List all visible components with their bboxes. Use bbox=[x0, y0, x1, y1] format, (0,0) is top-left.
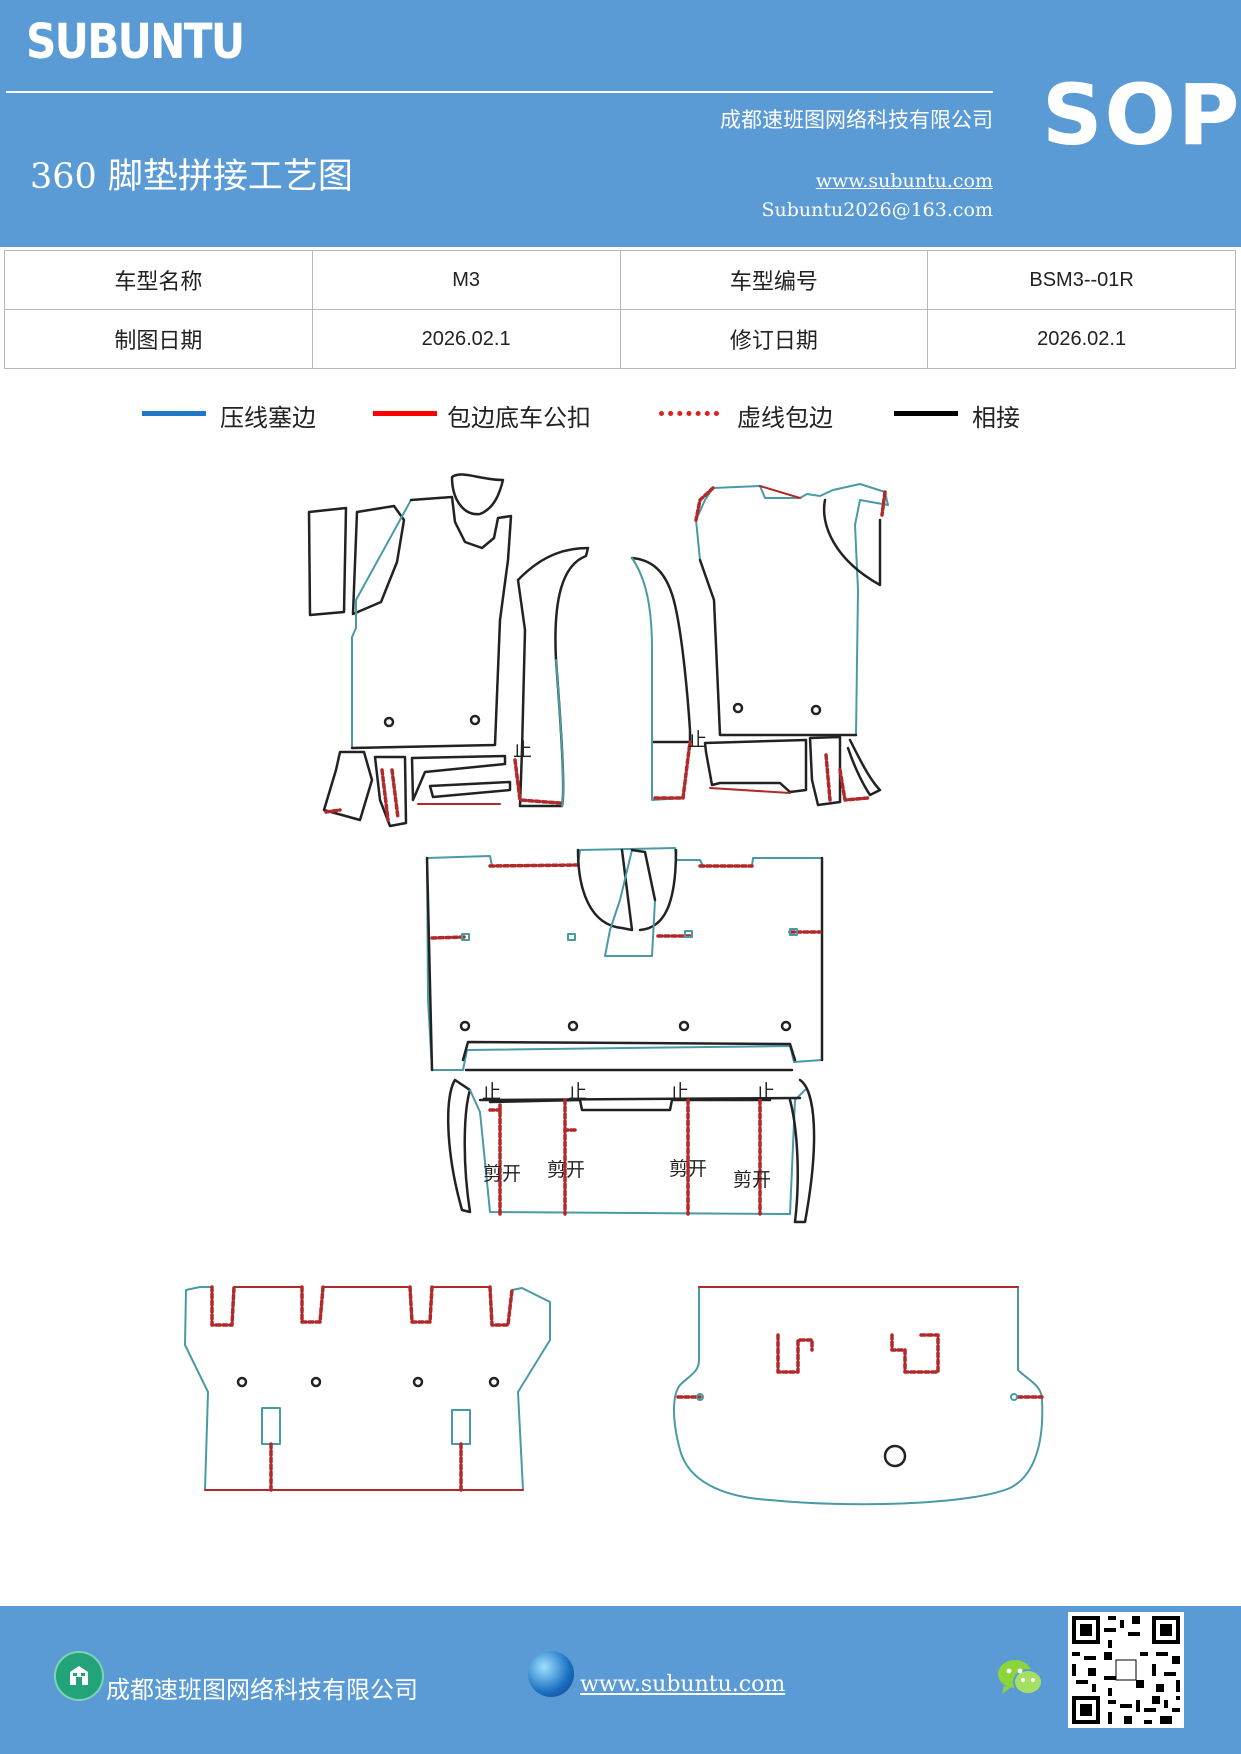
revise-date-value: 2026.02.1 bbox=[927, 309, 1236, 369]
cut-label: 剪开 bbox=[483, 1163, 521, 1185]
front-right-mat: 止 bbox=[630, 483, 889, 807]
floor-mat-drawing: .t { stroke:#4a9aa5; stroke-width:2; fil… bbox=[184, 473, 1044, 1506]
wechat-icon bbox=[996, 1656, 1044, 1700]
page-title: 360 脚垫拼接工艺图 bbox=[30, 157, 353, 197]
front-left-mat: 止 bbox=[307, 473, 590, 828]
table-row: 制图日期 2026.02.1 修订日期 2026.02.1 bbox=[4, 309, 1236, 369]
up-mark: 止 bbox=[568, 1081, 587, 1103]
rear-left-mat bbox=[184, 1285, 551, 1492]
up-mark: 止 bbox=[688, 729, 707, 751]
company-name: 成都速班图网络科技有限公司 bbox=[720, 108, 993, 132]
draw-date-value: 2026.02.1 bbox=[311, 309, 621, 369]
trunk-mat bbox=[673, 1286, 1044, 1506]
model-code-value: BSM3--01R bbox=[927, 250, 1236, 310]
header-divider bbox=[6, 91, 993, 93]
legend-label: 相接 bbox=[972, 404, 1020, 432]
footer: 成都速班图网络科技有限公司 www.subuntu.com bbox=[0, 1606, 1241, 1754]
legend-swatch-red bbox=[373, 411, 437, 416]
up-mark: 止 bbox=[513, 739, 532, 761]
globe-icon bbox=[528, 1651, 574, 1697]
revise-date-label: 修订日期 bbox=[619, 309, 929, 369]
draw-date-label: 制图日期 bbox=[4, 309, 313, 369]
up-mark: 止 bbox=[482, 1081, 501, 1103]
legend-swatch-black bbox=[894, 411, 958, 416]
cut-label: 剪开 bbox=[669, 1158, 707, 1180]
qr-code bbox=[1068, 1612, 1184, 1728]
cut-label: 剪开 bbox=[547, 1159, 585, 1181]
brand-logo: SUBUNTU bbox=[26, 14, 245, 70]
up-mark: 止 bbox=[670, 1081, 689, 1103]
website-link[interactable]: www.subuntu.com bbox=[815, 170, 993, 192]
legend-label: 虚线包边 bbox=[737, 404, 833, 432]
legend: 压线塞边 包边底车公扣 虚线包边 相接 bbox=[0, 398, 1241, 438]
building-icon bbox=[54, 1651, 104, 1701]
info-table: 车型名称 M3 车型编号 BSM3--01R 制图日期 2026.02.1 修订… bbox=[4, 250, 1236, 369]
sop-badge: SOP bbox=[1042, 66, 1241, 164]
up-mark: 止 bbox=[756, 1081, 775, 1103]
footer-website-link[interactable]: www.subuntu.com bbox=[580, 1672, 786, 1697]
table-row: 车型名称 M3 车型编号 BSM3--01R bbox=[4, 250, 1236, 310]
email-address: Subuntu2026@163.com bbox=[761, 199, 993, 221]
legend-label: 包边底车公扣 bbox=[447, 404, 591, 432]
model-name-label: 车型名称 bbox=[4, 250, 313, 310]
legend-label: 压线塞边 bbox=[220, 404, 316, 432]
model-name-value: M3 bbox=[311, 250, 621, 310]
footer-company: 成都速班图网络科技有限公司 bbox=[106, 1676, 418, 1704]
model-code-label: 车型编号 bbox=[619, 250, 929, 310]
cut-label: 剪开 bbox=[733, 1169, 771, 1191]
header: SUBUNTU 成都速班图网络科技有限公司 360 脚垫拼接工艺图 www.su… bbox=[0, 0, 1241, 247]
rear-center-mat: 止 止 止 止 剪开 剪开 剪开 剪开 bbox=[425, 847, 824, 1224]
legend-swatch-blue bbox=[142, 411, 206, 416]
legend-swatch-dotted bbox=[659, 411, 719, 416]
